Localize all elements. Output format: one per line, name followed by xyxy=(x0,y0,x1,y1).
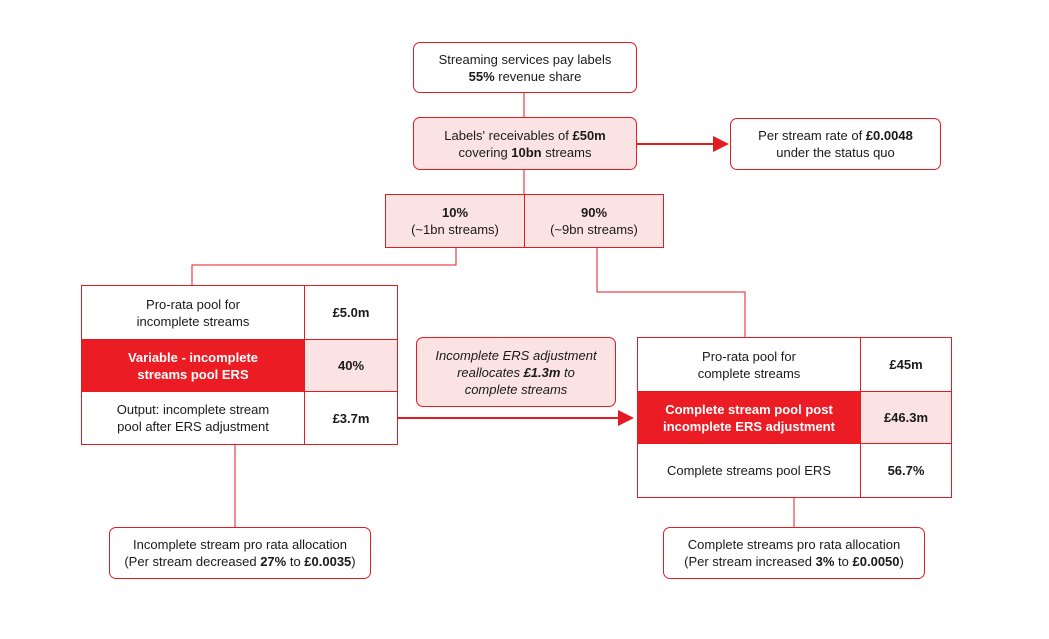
incomplete-allocation-pct: 27% xyxy=(260,554,287,569)
incomplete-row1-value: £5.0m xyxy=(304,285,398,340)
status-quo-box: Per stream rate of £0.0048 under the sta… xyxy=(730,118,941,170)
complete-allocation-mid: to xyxy=(834,554,853,569)
incomplete-allocation-pre: (Per stream decreased xyxy=(124,554,261,569)
adjustment-pre: Incomplete ERS adjustment reallocates xyxy=(435,347,597,380)
split-left-streams: (~1bn streams) xyxy=(411,222,499,237)
incomplete-allocation-line1: Incomplete stream pro rata allocation xyxy=(133,537,347,552)
connector-split-left-to-incomplete xyxy=(191,248,457,285)
split-left-pct: 10% xyxy=(441,205,469,220)
status-quo-line2: under the status quo xyxy=(776,145,895,160)
receivables-box: Labels' receivables of £50m covering 10b… xyxy=(413,117,637,170)
receivables-pre: Labels' receivables of xyxy=(444,127,573,143)
split-left-box: 10% (~1bn streams) xyxy=(385,194,525,248)
complete-allocation-rate: £0.0050 xyxy=(852,554,900,569)
revenue-share-pct: 55% xyxy=(468,68,495,84)
receivables-line2-pre: covering xyxy=(458,144,512,160)
incomplete-row3-value: £3.7m xyxy=(304,391,398,445)
incomplete-allocation-rate: £0.0035 xyxy=(304,554,352,569)
incomplete-allocation-mid: to xyxy=(286,554,305,569)
incomplete-row1-label: Pro-rata pool for incomplete streams xyxy=(81,285,305,340)
incomplete-allocation-post: ) xyxy=(351,554,356,569)
adjustment-amount: £1.3m xyxy=(523,364,561,380)
connector-split-right-to-complete xyxy=(596,248,746,337)
split-right-pct: 90% xyxy=(580,205,608,220)
complete-allocation-box: Complete streams pro rata allocation (Pe… xyxy=(663,527,925,579)
incomplete-allocation-box: Incomplete stream pro rata allocation (P… xyxy=(109,527,371,579)
complete-row1-label: Pro-rata pool for complete streams xyxy=(637,337,861,392)
split-right-box: 90% (~9bn streams) xyxy=(524,194,664,248)
status-quo-rate: £0.0048 xyxy=(865,128,913,143)
revenue-share-box: Streaming services pay labels 55% revenu… xyxy=(413,42,637,93)
complete-allocation-pre: (Per stream increased xyxy=(684,554,816,569)
complete-row1-value: £45m xyxy=(860,337,952,392)
incomplete-row2-value: 40% xyxy=(304,339,398,392)
revenue-share-rest: revenue share xyxy=(494,68,582,84)
incomplete-row3-label: Output: incomplete stream pool after ERS… xyxy=(81,391,305,445)
receivables-amount: £50m xyxy=(572,127,606,143)
complete-allocation-pct: 3% xyxy=(815,554,835,569)
incomplete-row2-label: Variable - incomplete streams pool ERS xyxy=(81,339,305,392)
adjustment-post: to complete streams xyxy=(464,364,575,397)
complete-row2-value: £46.3m xyxy=(860,391,952,444)
complete-row3-label: Complete streams pool ERS xyxy=(637,443,861,498)
status-quo-pre: Per stream rate of xyxy=(758,128,866,143)
complete-allocation-line1: Complete streams pro rata allocation xyxy=(687,537,901,552)
complete-allocation-post: ) xyxy=(899,554,904,569)
complete-row2-label: Complete stream pool post incomplete ERS… xyxy=(637,391,861,444)
revenue-share-line1: Streaming services pay labels xyxy=(438,51,612,67)
split-right-streams: (~9bn streams) xyxy=(550,222,638,237)
receivables-streams: 10bn xyxy=(511,144,542,160)
complete-row3-value: 56.7% xyxy=(860,443,952,498)
receivables-line2-post: streams xyxy=(541,144,592,160)
adjustment-note: Incomplete ERS adjustment reallocates £1… xyxy=(416,337,616,407)
